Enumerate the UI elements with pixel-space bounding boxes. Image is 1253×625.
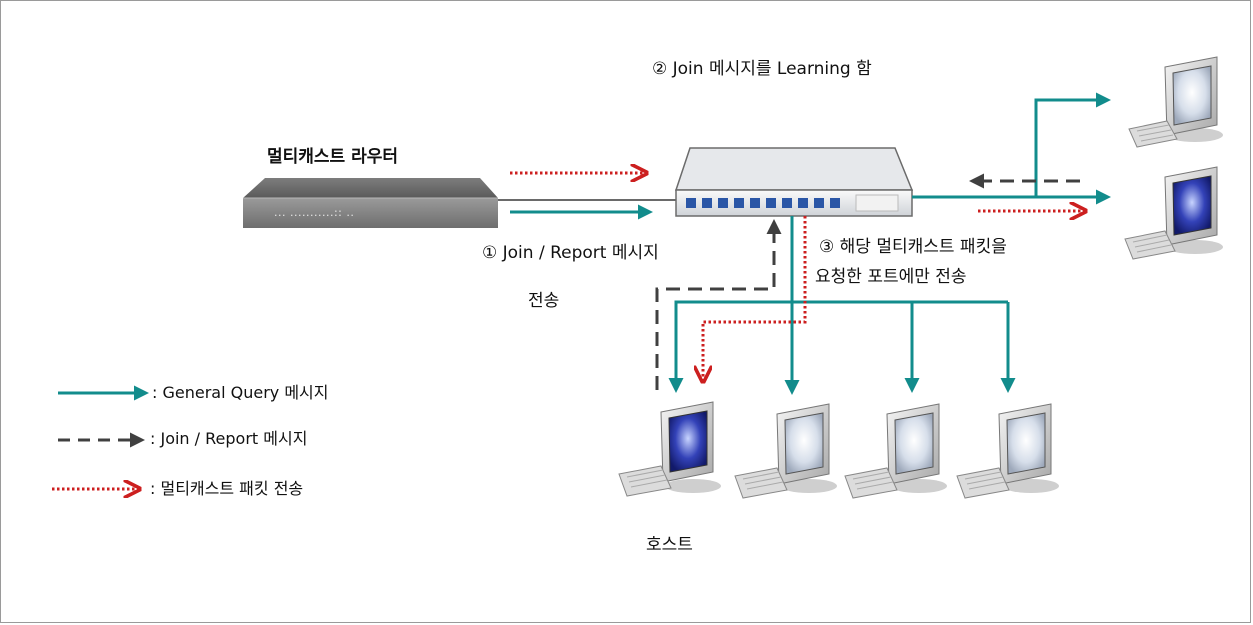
l2-switch-icon — [674, 147, 914, 217]
host-computer-icon-mid-right — [1124, 166, 1223, 260]
step1-label-line1: ① Join / Report 메시지 — [482, 243, 659, 263]
step1-label-line2: 전송 — [528, 291, 560, 311]
legend-join-report-label: : Join / Report 메시지 — [150, 429, 308, 448]
arrow-general-query-top-right-host — [1034, 92, 1111, 197]
host-computer-icon-1 — [618, 401, 721, 497]
legend-multicast-label: : 멀티캐스트 패킷 전송 — [150, 479, 304, 498]
hosts-label: 호스트 — [646, 535, 693, 555]
router-label: 멀티캐스트 라우터 — [267, 147, 399, 167]
router-port-dots: ... ...........:: .. — [274, 206, 355, 219]
arrow-general-query-bottom-bus — [668, 216, 794, 393]
host-computer-icon-4 — [956, 403, 1059, 499]
legend-general-query-label: : General Query 메시지 — [152, 383, 329, 402]
host-computer-icon-2 — [734, 403, 837, 499]
step3-label-line2: 요청한 포트에만 전송 — [815, 267, 967, 287]
step3-label-line1: ③ 해당 멀티캐스트 패킷을 — [819, 237, 1007, 257]
host-computer-icon-top-right — [1128, 56, 1223, 148]
step2-label: ② Join 메시지를 Learning 함 — [652, 59, 872, 79]
host-computer-icon-3 — [844, 403, 947, 499]
arrow-multicast-host-1 — [703, 216, 807, 380]
arrow-join-report-host-1 — [655, 219, 782, 390]
multicast-router-icon — [243, 178, 498, 228]
